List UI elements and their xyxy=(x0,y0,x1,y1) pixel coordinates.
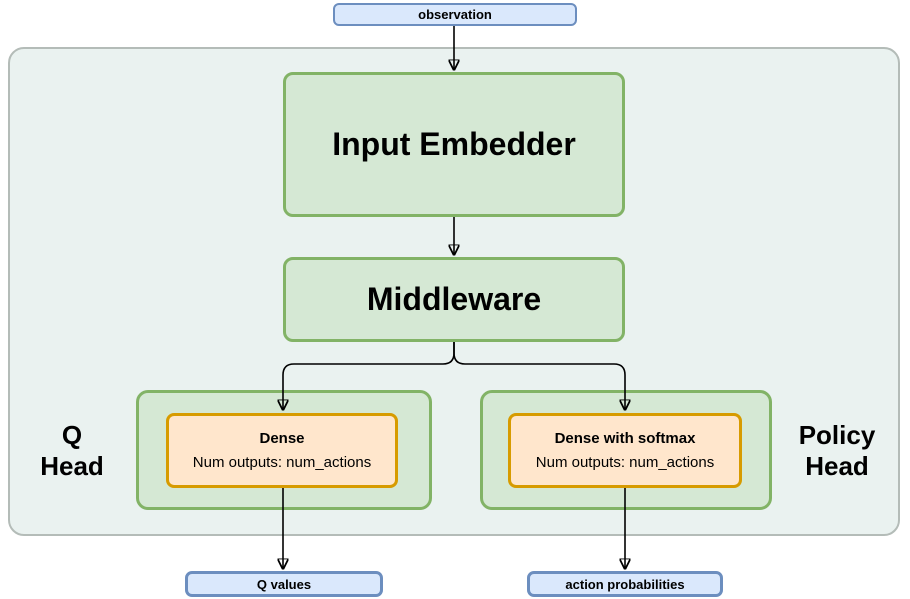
policy-dense-subtitle: Num outputs: num_actions xyxy=(535,454,715,471)
policy-dense-title: Dense with softmax xyxy=(554,430,696,447)
policy-head-label-line1: Policy xyxy=(798,420,876,450)
policy-dense-node: Dense with softmax Num outputs: num_acti… xyxy=(508,413,742,488)
q-dense-title: Dense xyxy=(259,430,305,447)
observation-node: observation xyxy=(333,3,577,26)
input-embedder-node: Input Embedder xyxy=(283,72,625,217)
middleware-node: Middleware xyxy=(283,257,625,342)
q-dense-node: Dense Num outputs: num_actions xyxy=(166,413,398,488)
q-dense-subtitle: Num outputs: num_actions xyxy=(192,454,372,471)
q-head-label-line1: Q xyxy=(61,420,83,450)
q-head-label-line2: Head xyxy=(40,451,104,481)
policy-head-label-line2: Head xyxy=(805,451,869,481)
action-probabilities-node: action probabilities xyxy=(527,571,723,597)
q-values-node: Q values xyxy=(185,571,383,597)
policy-head-label: Policy Head xyxy=(778,420,896,482)
q-head-label: Q Head xyxy=(18,420,126,482)
